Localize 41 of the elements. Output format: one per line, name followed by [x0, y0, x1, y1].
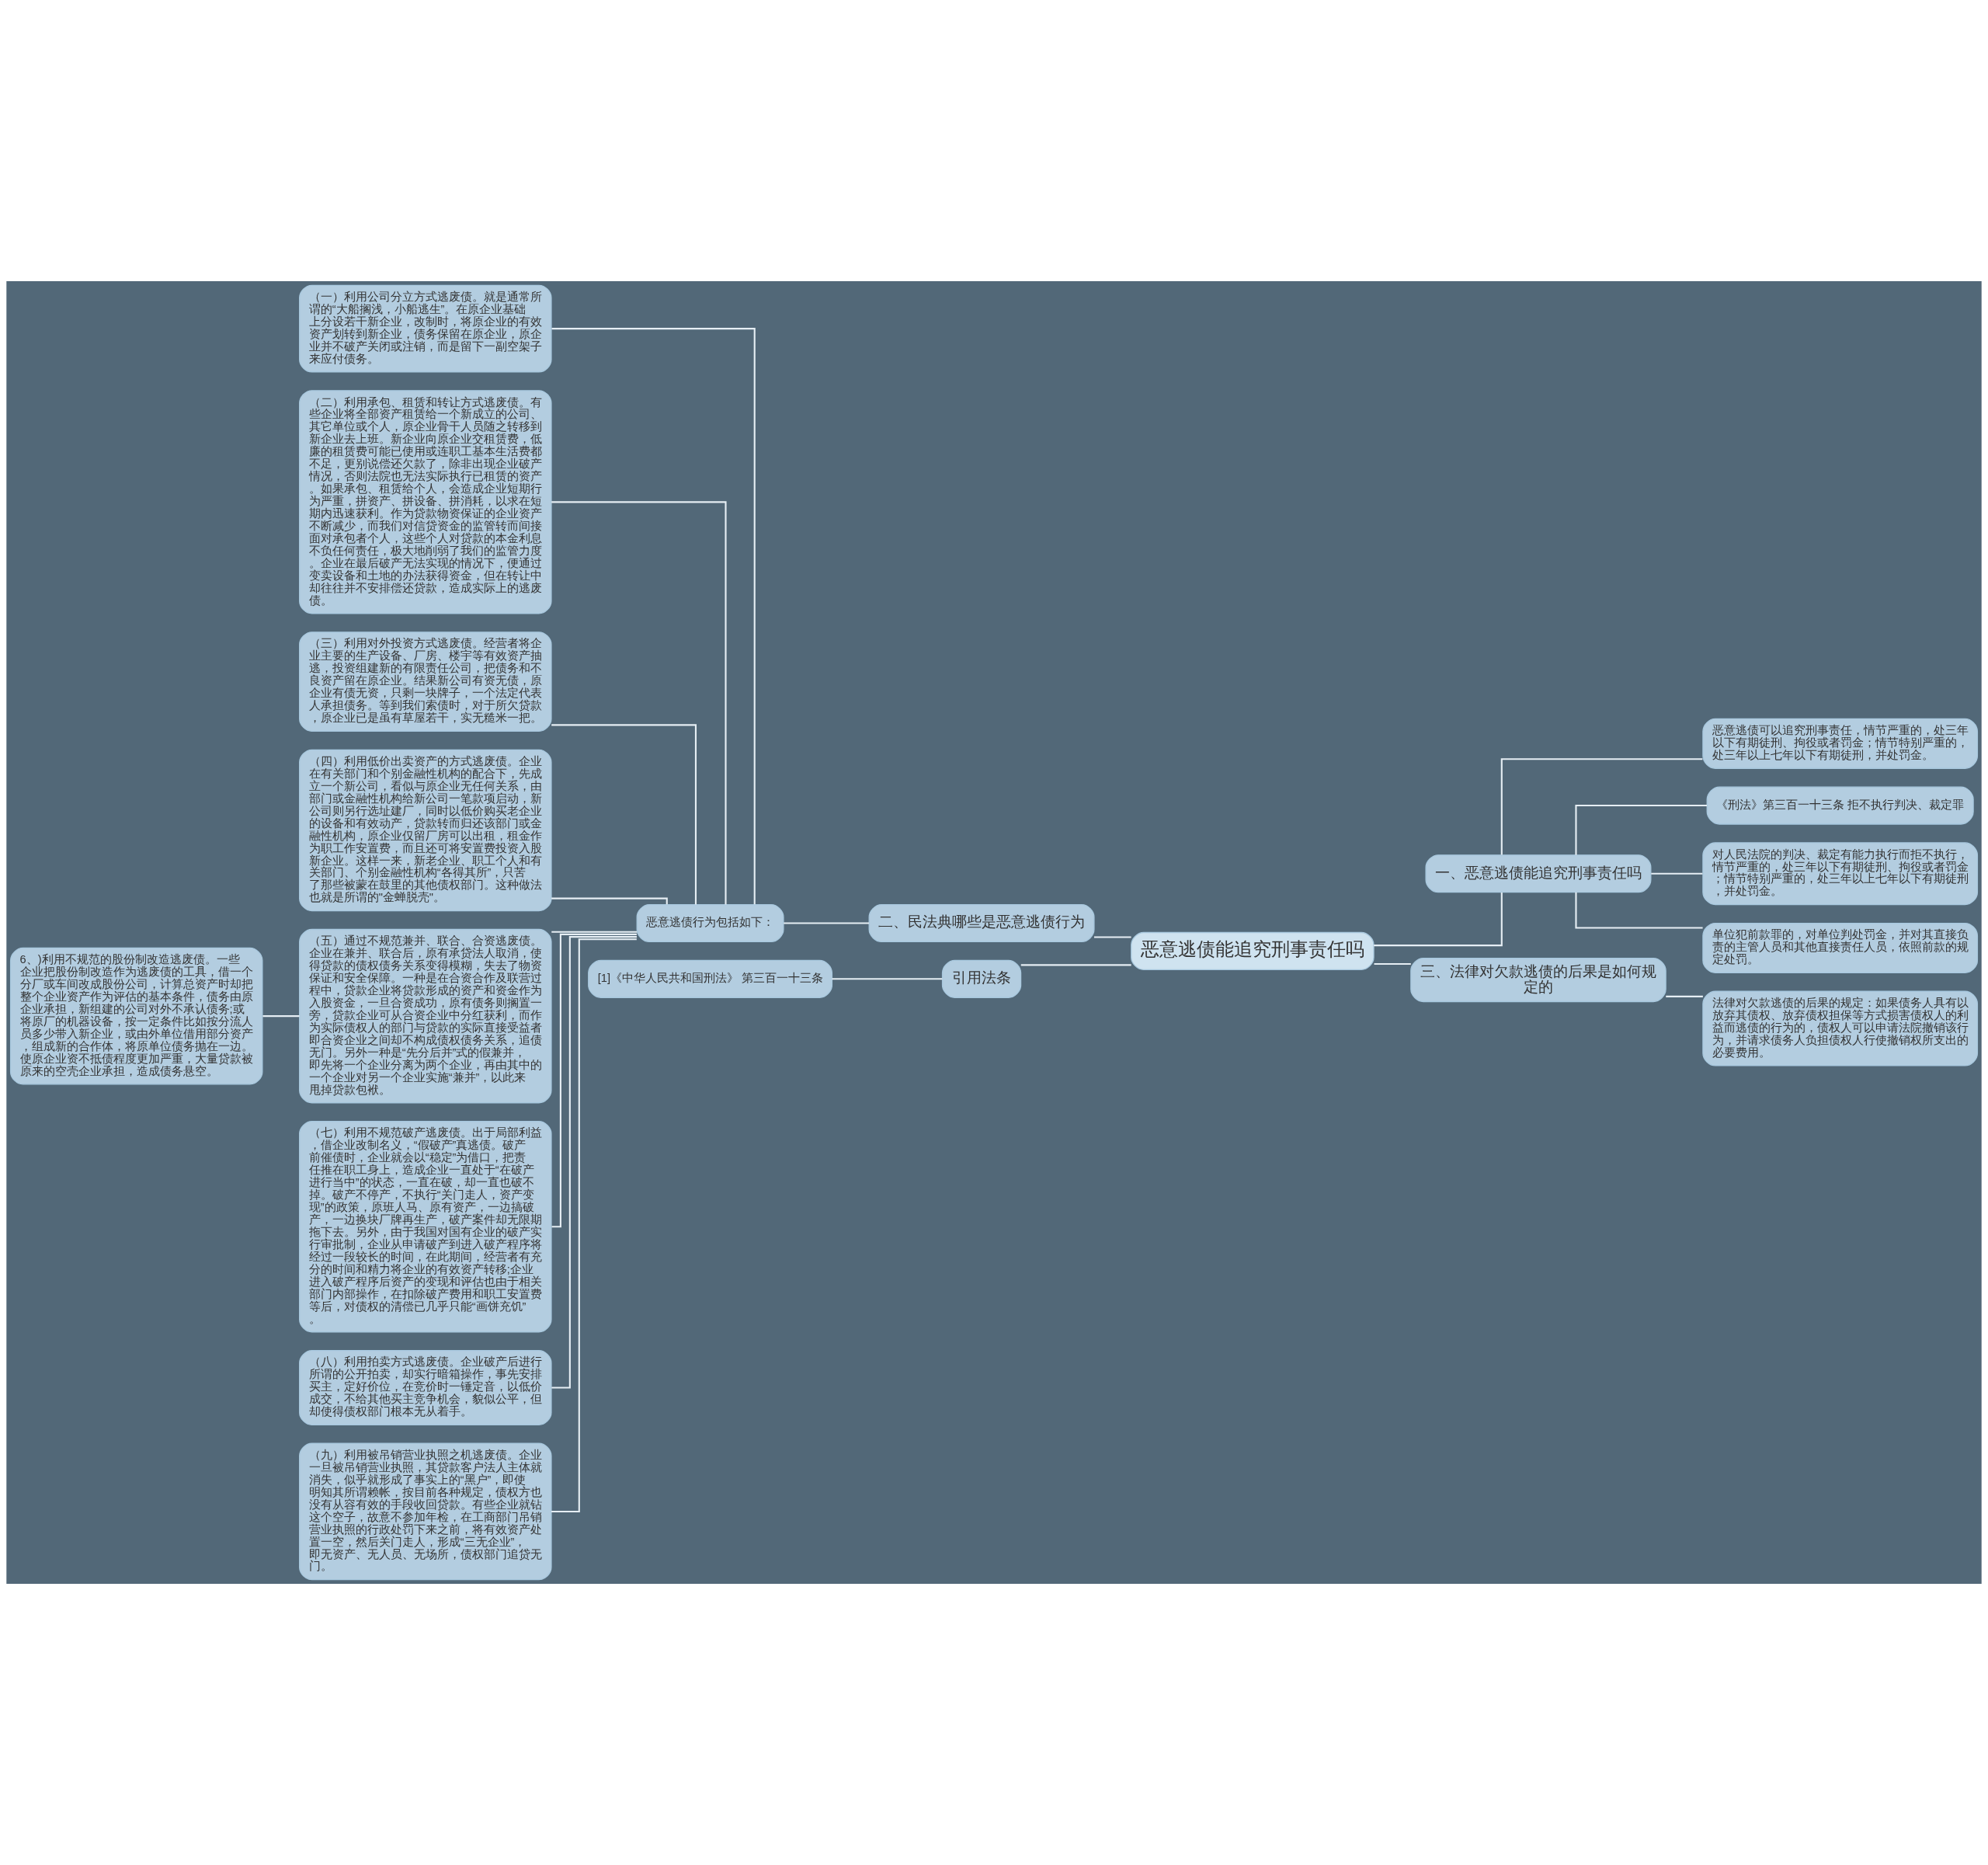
connector: [262, 1015, 300, 1018]
node-box: 三、法律对欠款逃债的后果是如何规定的: [1410, 958, 1667, 1003]
node-box: （五）通过不规范兼并、联合、合资逃废债。企业在兼并、联合后，原有承贷法人取消，使得贷款的债权债务关系变得模糊，失去了物资保证和安全保障。一种是在合资合作及联营过程中，贷款企业将贷款形成的资产和资金作为入股资金，一旦合资成功，原有债务则搁置一旁，贷款企业可从合资企业中分红获利，而作为实际债权人的部门与贷款的实际直接受益者即合资企业之间却不构成债权债务关系，追债无门。另外一种是“先分后并”式的假兼并，即先将一个企业分离为两个企业，再由其中的一个企业对另一个企业实施“兼并”，以此来甩掉贷款包袱。: [299, 928, 552, 1104]
node-box: （三）利用对外投资方式逃废债。经营者将企业主要的生产设备、厂房、楼宇等有效资产抽逃，投资组建新的有限责任公司，把债务和不良资产留在原企业。结果新公司有资无债，原企业有债无资，只剩一块牌子，一个法定代表人承担债务。等到我们索债时，对于所欠贷款，原企业已是虽有草屋若干，实无糙米一把。: [299, 632, 552, 732]
node-box: 法律对欠款逃债的后果的规定：如果债务人具有以放弃其债权、放弃债权担保等方式损害债权人的利益而逃债的行为的，债权人可以申请法院撤销该行为，并请求债务人负担债权人行使撤销权所支出的必要费用。: [1702, 990, 1979, 1066]
node-box: 恶意逃债能追究刑事责任吗: [1131, 931, 1375, 970]
node-box: 引用法条: [941, 959, 1022, 998]
connector: [784, 922, 870, 924]
connector: [1374, 962, 1411, 966]
connector: [551, 328, 756, 905]
node-box: 6、)利用不规范的股份制改造逃废债。一些企业把股份制改造作为逃废债的工具，借一个分厂或车间改成股份公司，计算总资产时却把整个企业资产作为评估的基本条件，债务由原企业承担，新组建的公司对外不承认债务;或将原厂的机器设备，按一定条件比如按分流人员多少带入新企业，或由外单位借用部分资产，组成新的合作体，将原单位债务抛在一边。使原企业资不抵债程度更加严重，大量贷款被原来的空壳企业承担，造成债务悬空。: [9, 947, 263, 1085]
node-box: （七）利用不规范破产逃废债。出于局部利益，借企业改制名义，“假破产”真逃债。破产前催债时，企业就会以“稳定”为借口，把责任推在职工身上，造成企业一直处于“在破产进行当中”的状态，一直在破，却一直也破不掉。破产不停产，不执行“关门走人，资产变现”的政策，原班人马、原有资产，一边搞破产，一边换块厂牌再生产，破产案件却无限期拖下去。另外，由于我国对国有企业的破产实行审批制，企业从申请破产到进入破产程序将经过一段较长的时间，在此期间，经营者有充分的时间和精力将企业的有效资产转移;企业进入破产程序后资产的变现和评估也由于相关部门内部操作，在扣除破产费用和职工安置费等后，对债权的清偿已几乎只能“画饼充饥”。: [299, 1121, 552, 1333]
node-box: （四）利用低价出卖资产的方式逃废债。企业在有关部门和个别金融性机构的配合下，先成立一个新公司，看似与原企业无任何关系，由部门或金融性机构给新公司一笔款项启动，新公司则另行选址建厂，同时以低价购买老企业的设备和有效动产，贷款转而归还该部门或金融性机构，原企业仅留厂房可以出租，租金作为职工作安置费，而且还可将安置费投资入股新企业。这样一来，新老企业、职工个人和有关部门、个别金融性机构“各得其所”，只苦了那些被蒙在鼓里的其他债权部门。这种做法也就是所谓的"金蝉脱壳"。: [299, 749, 552, 912]
node-box: 二、民法典哪些是恶意逃债行为: [868, 903, 1095, 943]
node-box: 单位犯前款罪的，对单位判处罚金，并对其直接负责的主管人员和其他直接责任人员，依照前款的规定处罚。: [1702, 922, 1979, 973]
node-box: 恶意逃债行为包括如下：: [636, 903, 784, 943]
connector: [1666, 995, 1703, 997]
connector: [551, 724, 697, 905]
node-box: 对人民法院的判决、裁定有能力执行而拒不执行，情节严重的，处三年以下有期徒刑、拘役或者罚金；情节特别严重的，处三年以上七年以下有期徒刑，并处罚金。: [1702, 842, 1979, 906]
connector: [551, 938, 637, 1513]
connector: [832, 978, 943, 980]
node-box: 恶意逃债可以追究刑事责任，情节严重的，处三年以下有期徒刑、拘役或者罚金；情节特别严重的，处三年以上七年以下有期徒刑，并处罚金。: [1702, 718, 1979, 769]
node-box: [1]《中华人民共和国刑法》 第三百一十三条: [588, 959, 833, 998]
connector: [1575, 892, 1703, 929]
node-box: （一）利用公司分立方式逃废债。就是通常所谓的“大船搁浅，小船逃生”。在原企业基础上分设若干新企业，改制时，将原企业的有效资产划转到新企业，债务保留在原企业，原企业并不破产关闭或注销，而是留下一副空架子来应付债务。: [299, 284, 552, 373]
connector: [1575, 805, 1708, 855]
connector: [551, 933, 637, 1228]
connector: [551, 931, 638, 933]
node-box: （九）利用被吊销营业执照之机逃废债。企业一旦被吊销营业执照，其贷款客户法人主体就消失，似乎就形成了事实上的“黑户”，即使明知其所谓赖帐，按目前各种规定，债权方也没有从容有效的手段收回贷款。有些企业就钻这个空子，故意不参加年检，在工商部门吊销营业执照的行政处罚下来之前，将有效资产处置一空，然后关门走人，形成“三无企业”，即无资产、无人员、无场所，债权部门追贷无门。: [299, 1442, 552, 1581]
connector: [551, 936, 637, 1389]
node-box: （八）利用拍卖方式逃废债。企业破产后进行所谓的公开拍卖，却实行暗箱操作，事先安排买主，定好价位，在竞价时一锤定音，以低价成交，不给其他买主竞争机会，貌似公平，但却使得债权部门根本无从着手。: [299, 1350, 552, 1426]
node-box: 《刑法》第三百一十三条 拒不执行判决、裁定罪: [1706, 786, 1974, 825]
connector: [1374, 892, 1503, 947]
node-box: （二）利用承包、租赁和转让方式逃废债。有些企业将全部资产租赁给一个新成立的公司、其它单位或个人，原企业骨干人员随之转移到新企业去上班。新企业向原企业交租赁费，低廉的租赁费可能已使用或连职工基本生活费都不足，更别说偿还欠款了，除非出现企业破产情况，否则法院也无法实际执行已租赁的资产。如果承包、租赁给个人，会造成企业短期行为严重，拼资产、拼设备、拼消耗，以求在短期内迅速获利。作为贷款物资保证的企业资产不断减少，而我们对信贷资金的监管转而间接面对承包者个人，这些个人对贷款的本金利息不负任何责任，极大地削弱了我们的监管力度。企业在最后破产无法实现的情况下，便通过变卖设备和土地的办法获得资金，但在转让中却往往并不安排偿还贷款，造成实际上的逃废债。: [299, 390, 552, 614]
connector: [1093, 936, 1131, 938]
connector: [551, 501, 727, 905]
connector: [1651, 872, 1703, 875]
node-box: 一、恶意逃债能追究刑事责任吗: [1425, 854, 1652, 893]
connector: [1020, 964, 1131, 966]
connector: [551, 897, 668, 905]
connector: [1500, 758, 1703, 855]
